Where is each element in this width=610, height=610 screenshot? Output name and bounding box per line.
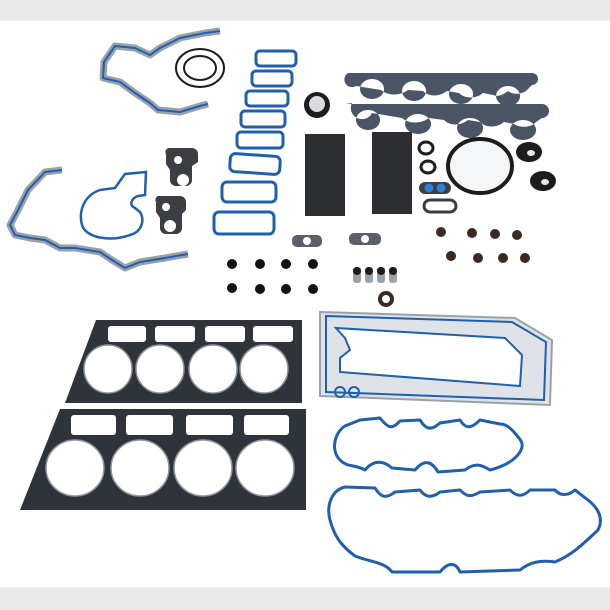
o-rings (175, 48, 225, 88)
front-crank-seal (304, 92, 330, 118)
exhaust-manifold-gaskets (344, 73, 549, 140)
timing-cover-gasket-lower (6, 166, 189, 272)
small-seals (417, 140, 458, 214)
water-pump-gasket (79, 170, 148, 240)
spark-plug-tube-seals (353, 267, 397, 307)
valve-stem-seals-brown (436, 227, 530, 263)
timing-cover-gasket-upper (99, 27, 221, 116)
bottom-border-band (0, 587, 610, 610)
intake-port-gaskets (212, 49, 298, 236)
oil-pan-gasket (319, 310, 554, 407)
cam-seals (516, 142, 556, 191)
valve-cover-gasket-lower (327, 485, 602, 574)
cylinder-head-gasket-upper (65, 320, 302, 403)
valve-stem-seals-black (227, 259, 318, 294)
valley-cover-pads (305, 132, 412, 216)
water-outlet-gaskets (155, 147, 198, 234)
rear-main-seal (446, 137, 514, 195)
valve-cover-gasket-upper (333, 416, 524, 474)
product-photo: Engine full gasket set (0, 21, 610, 587)
cylinder-head-gasket-lower (20, 409, 306, 510)
egr-gaskets (292, 233, 381, 247)
top-border-band (0, 0, 610, 22)
